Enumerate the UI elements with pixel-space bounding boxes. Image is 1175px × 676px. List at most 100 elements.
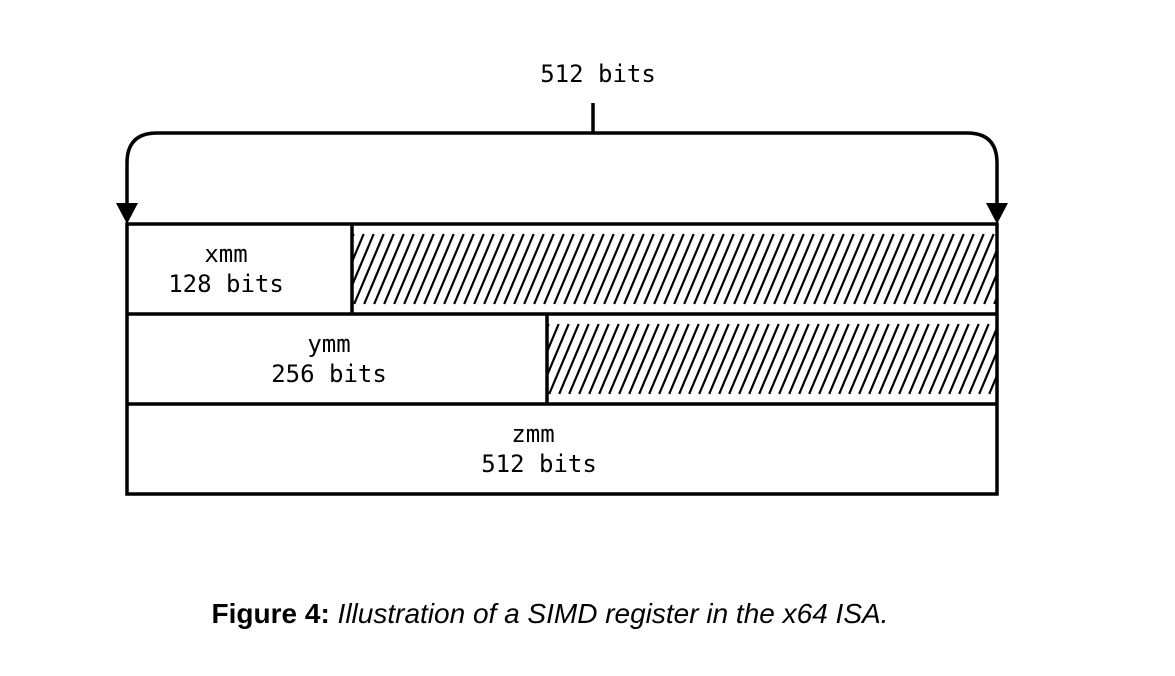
hatch-line bbox=[383, 233, 415, 305]
xmm-name: xmm bbox=[204, 240, 247, 268]
hatch-line bbox=[523, 233, 555, 305]
hatch-line bbox=[913, 233, 945, 305]
hatch-line bbox=[713, 233, 745, 305]
hatch-line bbox=[908, 323, 940, 395]
width-brace bbox=[116, 103, 1008, 224]
caption-lead: Figure 4: bbox=[211, 598, 330, 629]
hatch-line bbox=[683, 233, 715, 305]
hatch-line bbox=[593, 233, 625, 305]
hatch-line bbox=[403, 233, 435, 305]
hatch-line bbox=[643, 233, 675, 305]
hatch-line bbox=[433, 233, 465, 305]
hatch-line bbox=[698, 323, 730, 395]
hatch-line bbox=[723, 233, 755, 305]
hatch-line bbox=[843, 233, 875, 305]
hatch-line bbox=[314, 234, 343, 304]
hatch-line bbox=[608, 323, 640, 395]
hatch-line bbox=[918, 323, 950, 395]
hatch-line bbox=[748, 323, 780, 395]
hatch-line bbox=[547, 323, 560, 395]
xmm-register: xmm 128 bits bbox=[168, 240, 284, 298]
hatch-line bbox=[393, 233, 425, 305]
hatch-line bbox=[788, 323, 820, 395]
hatch-line bbox=[973, 233, 997, 305]
hatch-line bbox=[513, 233, 545, 305]
hatch-line bbox=[703, 233, 735, 305]
hatch-line bbox=[352, 233, 355, 305]
hatch-line bbox=[778, 323, 810, 395]
hatch-line bbox=[453, 233, 485, 305]
figure-caption: Figure 4: Illustration of a SIMD registe… bbox=[0, 598, 1100, 630]
hatch-line bbox=[1014, 234, 1043, 304]
hatch-line bbox=[638, 323, 670, 395]
hatch-line bbox=[363, 233, 395, 305]
hatch-line bbox=[738, 323, 770, 395]
hatch-line bbox=[903, 233, 935, 305]
ymm-size: 256 bits bbox=[271, 360, 387, 388]
hatch-line bbox=[948, 323, 980, 395]
brace-arrow-right bbox=[986, 203, 1008, 224]
hatch-line bbox=[718, 323, 750, 395]
hatch-line bbox=[773, 233, 805, 305]
hatch-line bbox=[978, 323, 997, 395]
brace-arrow-left bbox=[116, 203, 138, 224]
hatch-line bbox=[353, 233, 385, 305]
hatch-line bbox=[568, 323, 600, 395]
hatch-line bbox=[598, 323, 630, 395]
hatch-line bbox=[863, 233, 895, 305]
hatch-line bbox=[603, 233, 635, 305]
simd-register-diagram: 512 bits xmm 128 bits ymm 256 bits zmm 5… bbox=[116, 60, 1058, 496]
hatch-line bbox=[898, 323, 930, 395]
hatch-line bbox=[823, 233, 855, 305]
hatch-line bbox=[883, 233, 915, 305]
hatch-line bbox=[618, 323, 650, 395]
xmm-size: 128 bits bbox=[168, 270, 284, 298]
hatch-line bbox=[583, 233, 615, 305]
hatch-line bbox=[628, 323, 660, 395]
hatch-line bbox=[818, 323, 850, 395]
hatch-line bbox=[503, 233, 535, 305]
hatch-line bbox=[648, 323, 680, 395]
hatch-line bbox=[663, 233, 695, 305]
hatch-line bbox=[693, 233, 725, 305]
hatch-line bbox=[653, 233, 685, 305]
hatch-line bbox=[509, 324, 538, 394]
hatch-line bbox=[533, 233, 565, 305]
hatch-line bbox=[613, 233, 645, 305]
hatch-line bbox=[413, 233, 445, 305]
hatch-line bbox=[633, 233, 665, 305]
hatch-line bbox=[547, 323, 550, 395]
hatch-line bbox=[573, 233, 605, 305]
hatch-line bbox=[1029, 324, 1058, 394]
hatch-line bbox=[553, 233, 585, 305]
hatch-line bbox=[808, 323, 840, 395]
hatch-line bbox=[668, 323, 700, 395]
hatch-line bbox=[463, 233, 495, 305]
hatch-line bbox=[813, 233, 845, 305]
hatch-line bbox=[1019, 324, 1048, 394]
hatch-line bbox=[938, 323, 970, 395]
hatch-line bbox=[688, 323, 720, 395]
hatch-line bbox=[547, 323, 570, 395]
hatch-line bbox=[983, 233, 997, 305]
hatch-line bbox=[743, 233, 775, 305]
hatch-line bbox=[928, 323, 960, 395]
hatch-line bbox=[833, 233, 865, 305]
hatch-line bbox=[563, 233, 595, 305]
hatch-line bbox=[853, 233, 885, 305]
hatch-line bbox=[943, 233, 975, 305]
caption-text: Illustration of a SIMD register in the x… bbox=[337, 598, 889, 629]
hatch-line bbox=[838, 323, 870, 395]
hatch-line bbox=[758, 323, 790, 395]
hatch-line bbox=[678, 323, 710, 395]
hatch-line bbox=[888, 323, 920, 395]
hatch-line bbox=[768, 323, 800, 395]
hatch-line bbox=[578, 323, 610, 395]
hatch-line bbox=[352, 233, 365, 305]
hatch-line bbox=[868, 323, 900, 395]
ymm-register: ymm 256 bits bbox=[271, 330, 387, 388]
hatch-line bbox=[1004, 234, 1033, 304]
hatch-line bbox=[893, 233, 925, 305]
brace-label: 512 bits bbox=[540, 60, 656, 88]
hatch-line bbox=[803, 233, 835, 305]
